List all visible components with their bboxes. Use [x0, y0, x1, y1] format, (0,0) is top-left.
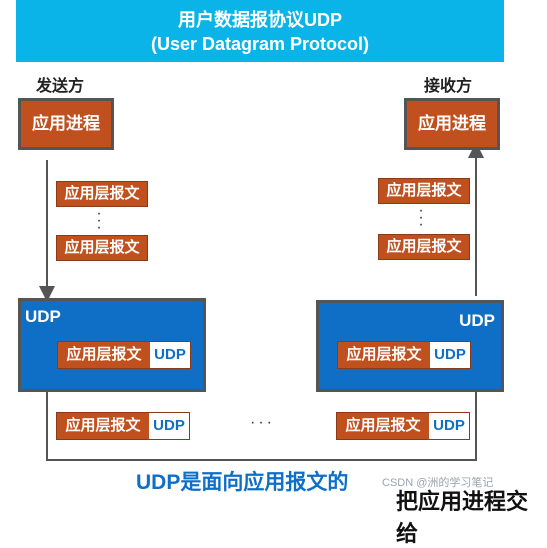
packet-header: UDP — [149, 413, 189, 439]
transit-path — [46, 392, 477, 461]
cutoff-subtitle: 把应用进程交给 — [396, 489, 529, 546]
sender-udp-label: UDP — [25, 307, 61, 326]
packet-payload: 应用层报文 — [337, 413, 429, 439]
receiver-udp-packet: 应用层报文 UDP — [337, 341, 471, 369]
receiver-process: 应用进程 — [404, 98, 500, 150]
transit-packet-right: 应用层报文 UDP — [336, 412, 470, 440]
sender-message-1: 应用层报文 — [56, 181, 148, 207]
packet-header: UDP — [150, 342, 190, 368]
packet-payload: 应用层报文 — [57, 413, 149, 439]
packet-payload: 应用层报文 — [338, 342, 430, 368]
receiver-udp-box: UDP 应用层报文 UDP — [316, 300, 504, 392]
sender-label: 发送方 — [36, 78, 85, 95]
caption: UDP是面向应用报文的 — [136, 471, 349, 494]
title-banner: 用户数据报协议UDP (User Datagram Protocol) — [16, 0, 504, 62]
sender-message-2: 应用层报文 — [56, 235, 148, 261]
title-subtitle: (User Datagram Protocol) — [150, 34, 370, 54]
title-main: 用户数据报协议UDP — [177, 10, 342, 30]
sender-process: 应用进程 — [18, 98, 114, 150]
packet-header: UDP — [430, 342, 470, 368]
receiver-message-2: 应用层报文 — [378, 234, 470, 260]
connector-lines — [39, 142, 484, 461]
sender-udp-packet: 应用层报文 UDP — [57, 341, 191, 369]
receiver-udp-label: UDP — [459, 311, 495, 330]
receiver-vertical-dots: ··· — [418, 202, 424, 233]
transit-ellipsis: ··· — [250, 414, 275, 431]
packet-payload: 应用层报文 — [58, 342, 150, 368]
sender-vertical-dots: ··· — [96, 205, 102, 236]
packet-header: UDP — [429, 413, 469, 439]
sender-udp-box: UDP 应用层报文 UDP — [18, 298, 206, 392]
receiver-message-1: 应用层报文 — [378, 178, 470, 204]
watermark: CSDN @洲的学习笔记 — [382, 477, 494, 489]
receiver-label: 接收方 — [424, 78, 473, 95]
transit-packet-left: 应用层报文 UDP — [56, 412, 190, 440]
